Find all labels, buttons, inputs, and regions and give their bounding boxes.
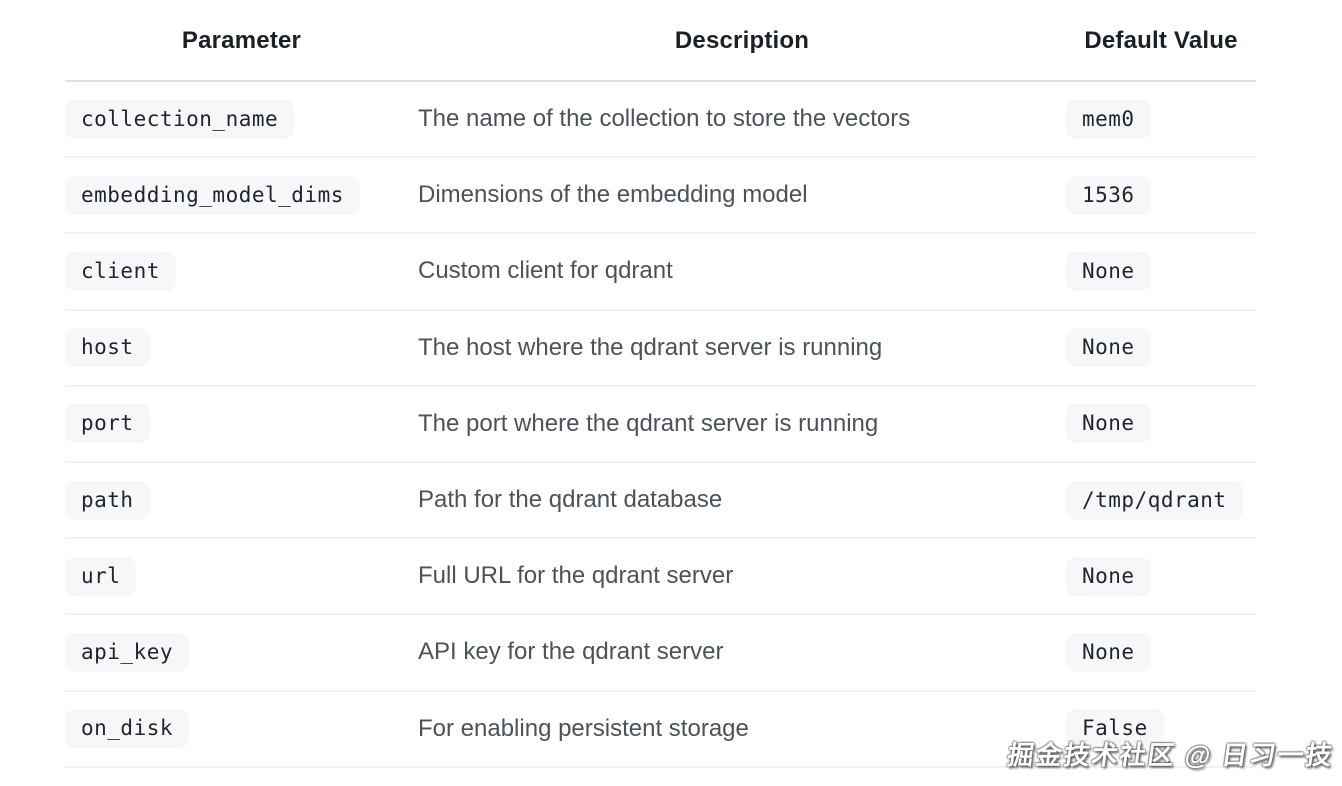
default-value-pill: None <box>1066 251 1151 291</box>
parameter-cell: host <box>65 328 418 368</box>
parameter-cell: api_key <box>65 632 418 672</box>
parameter-pill: on_disk <box>65 709 190 749</box>
parameters-table: Parameter Description Default Value coll… <box>65 0 1256 768</box>
description-cell: API key for the qdrant server <box>418 638 724 666</box>
description-cell: The host where the qdrant server is runn… <box>418 333 883 361</box>
description-cell: The name of the collection to store the … <box>418 105 911 133</box>
description-cell: Path for the qdrant database <box>418 486 723 514</box>
default-value-pill: mem0 <box>1066 99 1151 139</box>
parameter-pill: collection_name <box>65 99 295 139</box>
table-row: on_disk For enabling persistent storage … <box>65 692 1256 768</box>
parameter-cell: on_disk <box>65 709 418 749</box>
default-value-cell: 1536 <box>1066 175 1256 215</box>
parameter-cell: path <box>65 480 418 520</box>
default-value-pill: None <box>1066 632 1151 672</box>
table-body: collection_name The name of the collecti… <box>65 82 1256 768</box>
default-value-cell: None <box>1066 632 1256 672</box>
column-header-description: Description <box>674 27 810 54</box>
table-row: api_key API key for the qdrant server No… <box>65 615 1256 692</box>
parameter-pill: embedding_model_dims <box>65 175 360 215</box>
table-row: port The port where the qdrant server is… <box>65 387 1256 463</box>
table-row: host The host where the qdrant server is… <box>65 311 1256 387</box>
default-value-pill: /tmp/qdrant <box>1066 480 1243 520</box>
table-header-row: Parameter Description Default Value <box>65 0 1256 82</box>
default-value-pill: None <box>1066 556 1151 596</box>
table-row: url Full URL for the qdrant server None <box>65 539 1256 616</box>
description-cell: Custom client for qdrant <box>418 257 673 285</box>
parameter-cell: client <box>65 251 418 291</box>
parameter-cell: port <box>65 404 418 444</box>
default-value-pill: 1536 <box>1066 175 1151 215</box>
parameter-pill: host <box>65 328 150 368</box>
table-row: path Path for the qdrant database /tmp/q… <box>65 463 1256 540</box>
column-header-parameter: Parameter <box>181 27 302 54</box>
default-value-cell: False <box>1066 709 1256 749</box>
default-value-pill: False <box>1066 709 1164 749</box>
parameter-cell: url <box>65 556 418 596</box>
parameter-cell: embedding_model_dims <box>65 175 418 215</box>
default-value-cell: None <box>1066 328 1256 368</box>
default-value-cell: None <box>1066 404 1256 444</box>
default-value-cell: /tmp/qdrant <box>1066 480 1256 520</box>
parameter-cell: collection_name <box>65 99 418 139</box>
default-value-cell: None <box>1066 556 1256 596</box>
parameter-pill: client <box>65 251 176 291</box>
default-value-pill: None <box>1066 404 1151 444</box>
description-cell: Dimensions of the embedding model <box>418 181 808 209</box>
default-value-cell: mem0 <box>1066 99 1256 139</box>
parameter-pill: url <box>65 556 137 596</box>
table-row: client Custom client for qdrant None <box>65 234 1256 311</box>
description-cell: Full URL for the qdrant server <box>418 562 734 590</box>
parameter-pill: path <box>65 480 150 520</box>
column-header-default-value: Default Value <box>1084 27 1238 54</box>
parameter-pill: api_key <box>65 632 190 672</box>
table-row: collection_name The name of the collecti… <box>65 82 1256 159</box>
table-row: embedding_model_dims Dimensions of the e… <box>65 158 1256 235</box>
parameter-pill: port <box>65 404 150 444</box>
default-value-pill: None <box>1066 328 1151 368</box>
description-cell: For enabling persistent storage <box>418 714 749 742</box>
default-value-cell: None <box>1066 251 1256 291</box>
description-cell: The port where the qdrant server is runn… <box>418 409 879 437</box>
